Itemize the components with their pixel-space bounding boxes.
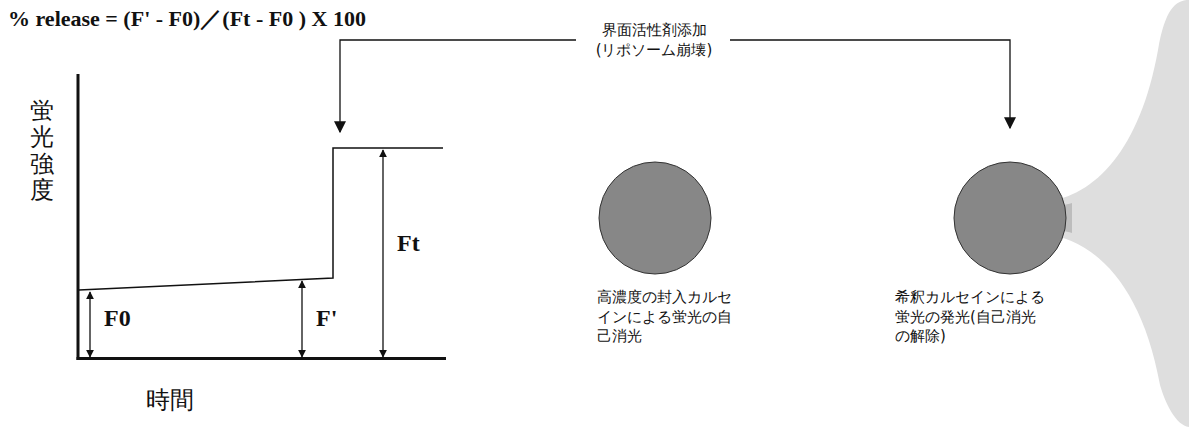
formula-title: % release = (F' - F0)／(Ft - F0 ) X 100 [8,4,366,34]
axis-title: 蛍光強度 [30,98,54,204]
measure-label: F0 [104,305,131,332]
liposome-node: 高濃度の封入カルセインによる蛍光の自己消光 [597,160,733,351]
f0-arrow [89,292,90,357]
pointer-arrow [730,40,1010,128]
liposome-outline [952,160,1068,276]
liposome-circle [599,162,711,274]
fluorescence-trace [79,148,443,290]
ft-arrow [382,150,383,357]
release-plume [1045,0,1189,427]
measure-label: F' [316,305,337,332]
liposome-circle [954,162,1066,274]
liposome-node: 希釈カルセインによる蛍光の発光(自己消光の解除) [895,160,1068,351]
annotation: 界面活性剤添加 (リポソーム崩壊) [580,20,728,61]
node-caption: 希釈カルセインによる蛍光の発光(自己消光の解除) [895,288,1047,347]
liposome-outline [597,160,713,276]
f-prime-arrow [301,281,302,357]
x-axis [77,357,447,360]
axis-title: 時間 [146,384,194,416]
measure-label: Ft [397,230,420,257]
node-caption: 高濃度の封入カルセインによる蛍光の自己消光 [597,288,733,347]
pointer-arrow [340,40,576,132]
y-axis [77,74,80,360]
